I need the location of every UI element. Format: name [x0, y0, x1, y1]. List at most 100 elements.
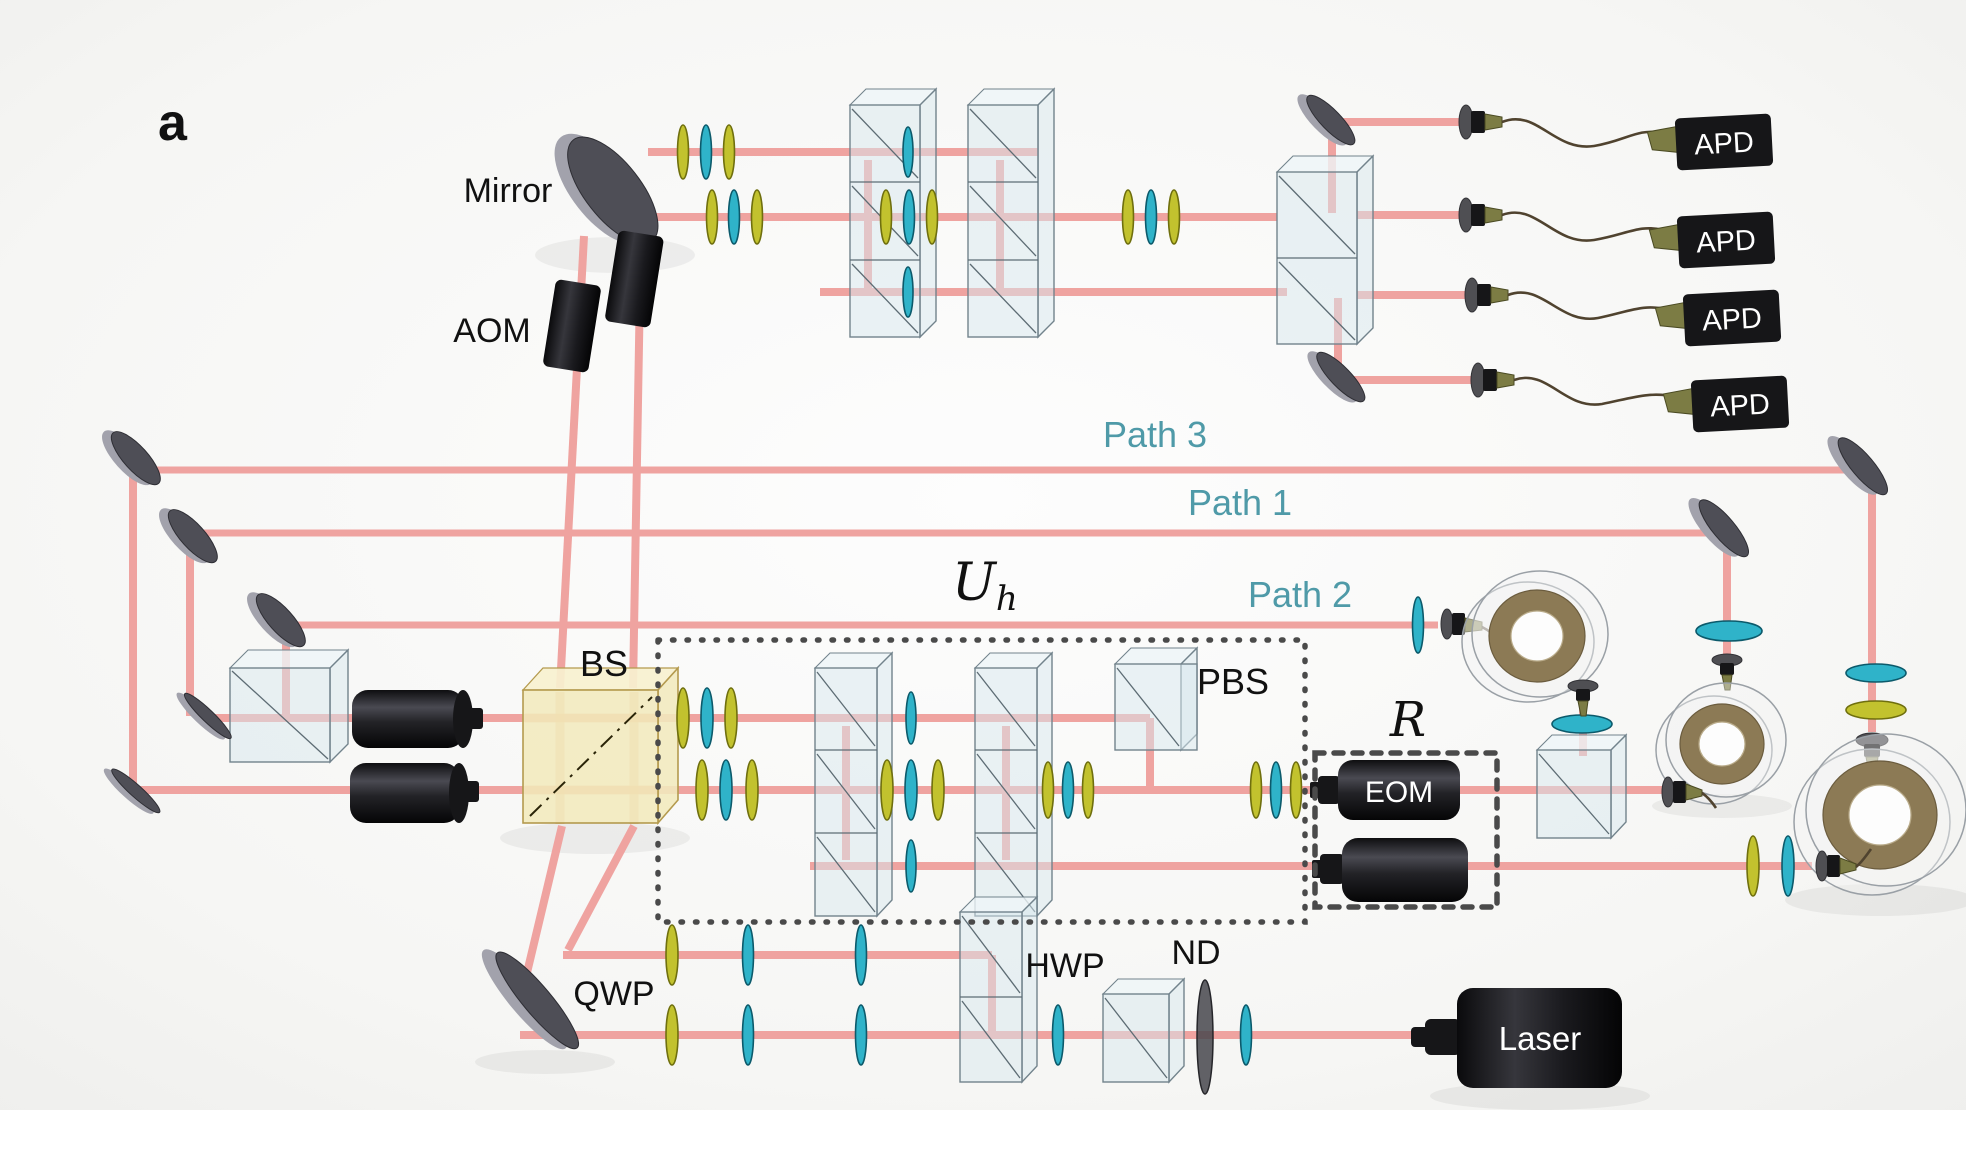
pbs-label: PBS: [1197, 661, 1269, 702]
top-stack-b: [966, 87, 1056, 339]
beam-bs-down-2: [564, 824, 638, 952]
waveplate-yellow: [931, 759, 945, 821]
left-cylinder-1: [352, 690, 483, 748]
waveplate-yellow: [745, 759, 759, 821]
detector-fiber-3: [1507, 291, 1669, 321]
waveplate-teal: [1269, 761, 1283, 819]
panel-label: a: [158, 94, 188, 152]
qwp-mirror: [481, 949, 579, 1050]
qwp-label: QWP: [573, 975, 654, 1013]
waveplate-yellow: [1289, 761, 1303, 819]
waveplate-teal: [904, 759, 918, 821]
apd-label-3: APD: [1701, 302, 1762, 337]
glass-optics: [228, 87, 1628, 1084]
eom-label: EOM: [1365, 776, 1433, 809]
text-labels: a Mirror AOM Path 3 Path 1 Path 2 Uh BS …: [158, 94, 1581, 1057]
rotation-label: R: [1389, 692, 1426, 748]
fiber-stage: [1440, 570, 1966, 896]
waveplate-yellow: [665, 1004, 679, 1066]
waveplate-yellow: [1121, 189, 1135, 245]
waveplate-teal: [1144, 189, 1158, 245]
waveplate-teal: [1239, 1004, 1253, 1066]
waveplate-teal: [741, 1004, 755, 1066]
waveplate-yellow-flat: [1845, 700, 1907, 720]
left-cylinder-2: [350, 763, 479, 823]
waveplate-yellow: [1746, 835, 1760, 897]
waveplate-teal: [1781, 835, 1795, 897]
detection-bottom-mirror: [1307, 351, 1366, 403]
waveplate-teal-flat: [1695, 620, 1763, 642]
left-pbs-cube: [228, 648, 350, 764]
waveplate-yellow: [1249, 761, 1263, 819]
waveplates: [665, 124, 1907, 1066]
right-mirror-path3: [1827, 436, 1888, 496]
waveplate-yellow: [665, 924, 679, 986]
waveplate-yellow: [1081, 761, 1095, 819]
hwp-label: HWP: [1025, 947, 1104, 985]
waveplate-teal: [1061, 761, 1075, 819]
detection-top-mirror: [1297, 94, 1356, 146]
left-mirror-2: [159, 508, 218, 564]
waveplate-teal: [854, 1004, 868, 1066]
waveplate-teal: [902, 126, 914, 178]
detection-stage: APD APD APD APD: [1458, 104, 1790, 433]
detector-fiber-1: [1501, 118, 1661, 148]
waveplate-teal: [700, 687, 714, 749]
waveplate-yellow: [1167, 189, 1181, 245]
waveplate-teal: [905, 691, 917, 745]
unitary-label: Uh: [952, 553, 1018, 619]
waveplate-yellow: [879, 189, 893, 245]
waveplate-yellow: [724, 687, 738, 749]
laser-source: [1411, 988, 1622, 1088]
path-3-label: Path 3: [1103, 414, 1207, 455]
uh-stack-b: [973, 651, 1054, 918]
rotation-dashed-box: [1312, 750, 1500, 910]
aom-box-2: [605, 230, 664, 328]
fiber-coupler-spool2-out: [1661, 776, 1718, 809]
fiber-spool-path2: [1461, 570, 1609, 703]
fiber-coupler-spool3-out: [1815, 848, 1873, 882]
waveplate-yellow: [676, 687, 690, 749]
waveplate-yellow: [925, 189, 939, 245]
right-pbs-cube: [1535, 733, 1628, 840]
fiber-coupler-spool1-out: [1567, 679, 1599, 717]
waveplate-teal: [854, 924, 868, 986]
waveplate-teal: [727, 189, 741, 245]
detection-coupler-2: [1458, 197, 1503, 233]
aom-box-1: [543, 279, 601, 373]
left-mirror-1: [102, 430, 161, 486]
top-stack-a: [848, 87, 938, 339]
uh-output-cube: [1113, 646, 1199, 752]
small-mirror: [176, 692, 232, 740]
waveplate-teal: [902, 189, 916, 245]
apd-label-4: APD: [1709, 388, 1770, 423]
waveplate-yellow: [705, 189, 719, 245]
apd-box-3: APD: [1654, 289, 1782, 347]
waveplate-teal: [719, 759, 733, 821]
apd-box-1: APD: [1646, 113, 1774, 171]
detection-pbs-stack: [1275, 154, 1375, 346]
waveplate-yellow: [750, 189, 764, 245]
apd-box-4: APD: [1662, 375, 1790, 433]
right-mirror-path1: [1688, 498, 1749, 558]
waveplate-yellow: [695, 759, 709, 821]
nd-filter: [1196, 979, 1214, 1095]
path-2-label: Path 2: [1248, 574, 1352, 615]
mirror-label: Mirror: [464, 172, 553, 210]
waveplate-teal-flat: [1551, 714, 1613, 734]
nd-label: ND: [1171, 934, 1220, 972]
waveplate-teal: [905, 839, 917, 893]
laser-label: Laser: [1499, 1020, 1582, 1057]
waveplate-teal: [699, 124, 713, 180]
waveplate-yellow: [1041, 761, 1055, 819]
bottom-left-mirror: [103, 768, 161, 814]
black-components: [350, 230, 1622, 1095]
waveplate-teal: [902, 266, 914, 318]
hwp-column: [958, 895, 1039, 1084]
fiber-spool-path3: [1793, 733, 1966, 896]
detection-coupler-1: [1458, 104, 1503, 140]
bs-label: BS: [580, 643, 628, 684]
detection-coupler-4: [1470, 362, 1515, 398]
